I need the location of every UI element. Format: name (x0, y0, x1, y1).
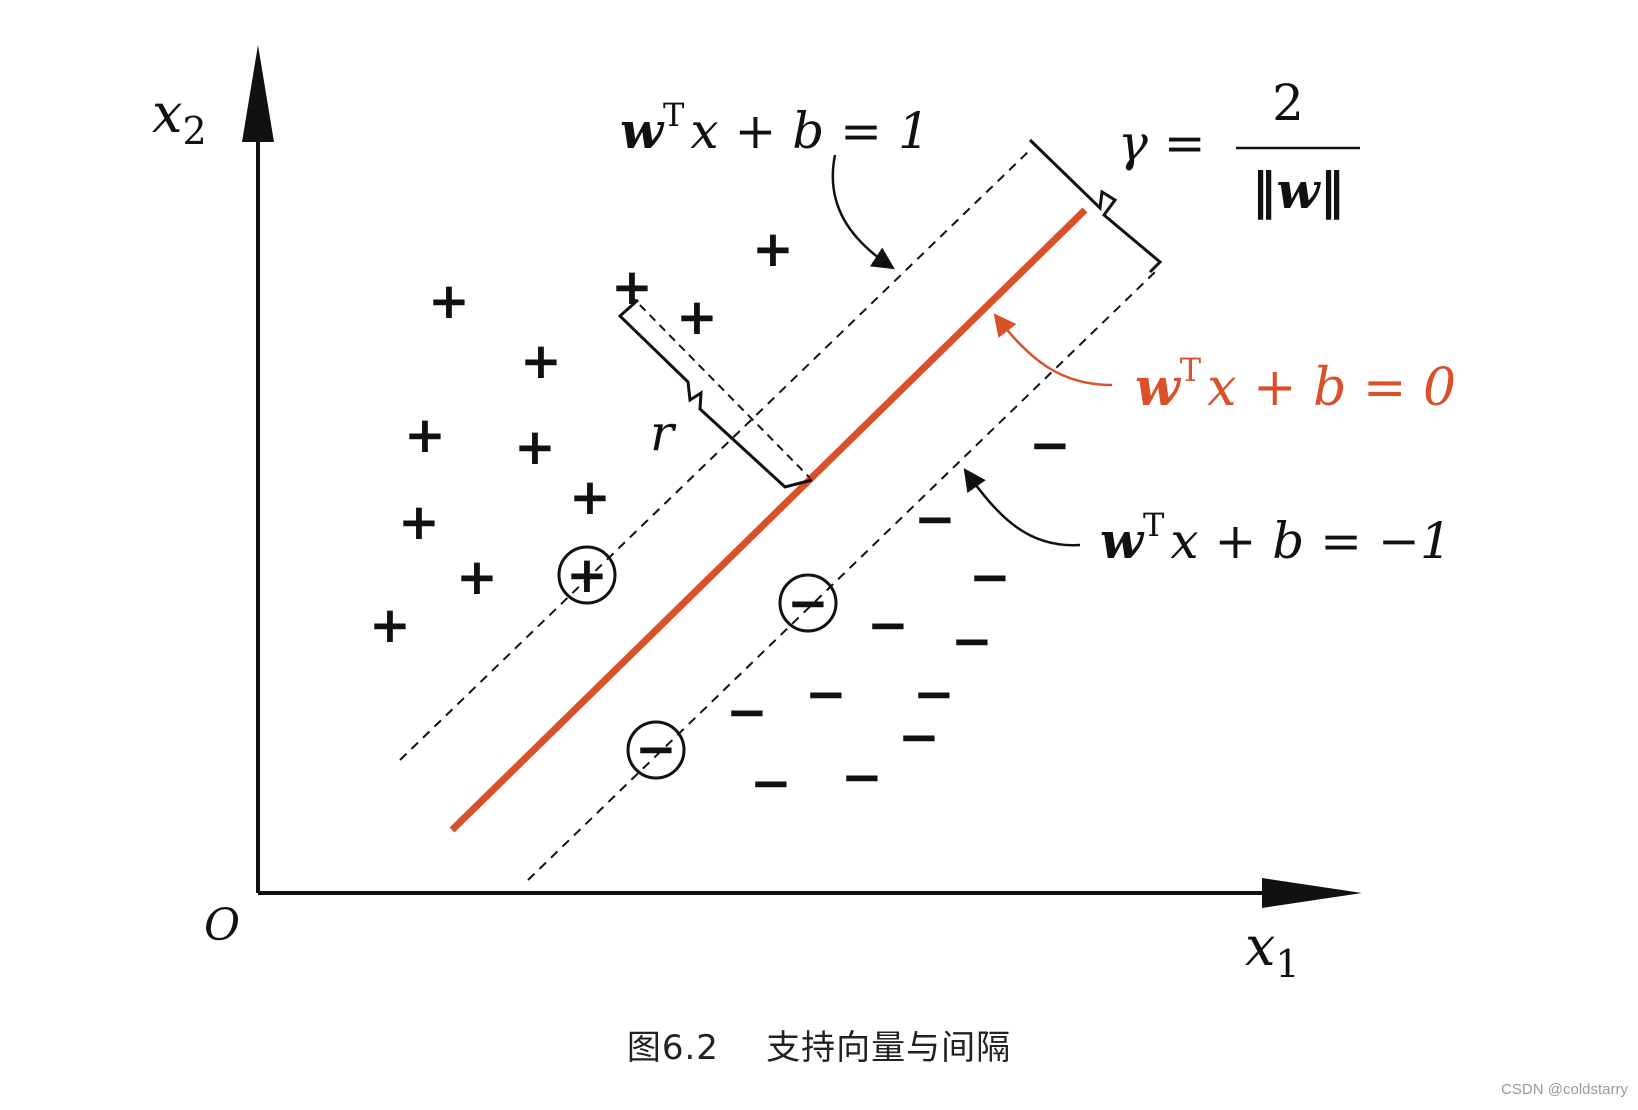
negative-sample-marker: − (913, 665, 955, 723)
lower-margin-line (527, 271, 1156, 881)
positive-sample-marker: + (369, 596, 411, 654)
negative-sample-marker: − (841, 748, 883, 806)
r-label: r (650, 404, 677, 462)
negative-sample-marker: − (969, 548, 1011, 606)
positive-sample-marker: + (514, 418, 556, 476)
negative-sample-marker: − (898, 708, 940, 766)
positive-sample-marker: + (611, 258, 653, 316)
distance-r-bracket (617, 294, 813, 489)
x-axis-label-sub: 1 (1275, 942, 1299, 986)
x-axis-label: x1 (1245, 915, 1300, 986)
positive-sample-marker: + (456, 548, 498, 606)
upper-margin-pointer-arrow (831, 154, 895, 270)
gamma-lhs: γ = (1118, 114, 1206, 172)
negative-sample-marker: − (750, 754, 792, 812)
caption-number: 图6.2 (626, 1028, 719, 1068)
y-axis-arrowhead (242, 45, 274, 142)
hyperplane-label-w: w (1135, 357, 1182, 418)
axes (242, 45, 1362, 908)
hyperplane-pointer-arrow (993, 313, 1113, 387)
y-axis-label-main: x (152, 82, 182, 145)
caption-title: 支持向量与间隔 (766, 1028, 1012, 1068)
sample-points: ++++++++++++−−−−−−−−−−−−− (369, 220, 1071, 812)
negative-sample-marker: − (726, 683, 768, 741)
r-perpendicular-dash (629, 294, 811, 479)
x-axis-label-main: x (1245, 915, 1275, 978)
hyperplane-label-rest: x + b = 0 (1207, 358, 1456, 418)
negative-sample-marker: − (951, 612, 993, 670)
positive-sample-marker: + (566, 546, 608, 604)
positive-sample-marker: + (428, 272, 470, 330)
negative-sample-marker: − (914, 490, 956, 548)
x-axis-arrowhead (1262, 878, 1362, 908)
negative-sample-marker: − (787, 574, 829, 632)
positive-sample-marker: + (520, 332, 562, 390)
watermark: CSDN @coldstarry (1501, 1081, 1628, 1098)
lower-margin-pointer-arrow (963, 468, 1081, 547)
gamma-bracket (1028, 138, 1163, 274)
gamma-denominator: ‖w‖ (1251, 161, 1344, 221)
gamma-formula: γ = 2 ‖w‖ (1118, 74, 1360, 221)
upper-margin-label-rest: x + b = 1 (690, 102, 929, 160)
gamma-numerator: 2 (1272, 74, 1304, 132)
upper-margin-label-sup: T (663, 96, 685, 134)
origin-label: O (204, 900, 240, 951)
lower-margin-label-w: w (1100, 511, 1145, 570)
negative-sample-marker: − (635, 720, 677, 778)
positive-sample-marker: + (752, 220, 794, 278)
negative-support-vector-circle-2 (626, 720, 686, 780)
upper-margin-line (399, 149, 1031, 761)
y-axis-label-sub: 2 (182, 109, 206, 153)
positive-sample-marker: + (404, 406, 446, 464)
separating-hyperplane (449, 207, 1088, 833)
lower-margin-label-sup: T (1143, 506, 1165, 544)
positive-support-vector-circle (557, 545, 617, 605)
hyperplane-label-sup: T (1180, 351, 1202, 389)
upper-margin-label-w: w (620, 101, 665, 160)
figure-caption: 图6.2 支持向量与间隔 (0, 1020, 1638, 1069)
lower-margin-label-rest: x + b = −1 (1170, 512, 1451, 570)
positive-sample-marker: + (398, 493, 440, 551)
positive-sample-marker: + (676, 288, 718, 346)
positive-sample-marker: + (569, 468, 611, 526)
negative-support-vector-circle-1 (778, 573, 838, 633)
negative-sample-marker: − (805, 665, 847, 723)
negative-sample-marker: − (867, 596, 909, 654)
negative-sample-marker: − (1029, 416, 1071, 474)
y-axis-label: x2 (152, 82, 207, 153)
r-bracket-line (617, 298, 813, 489)
